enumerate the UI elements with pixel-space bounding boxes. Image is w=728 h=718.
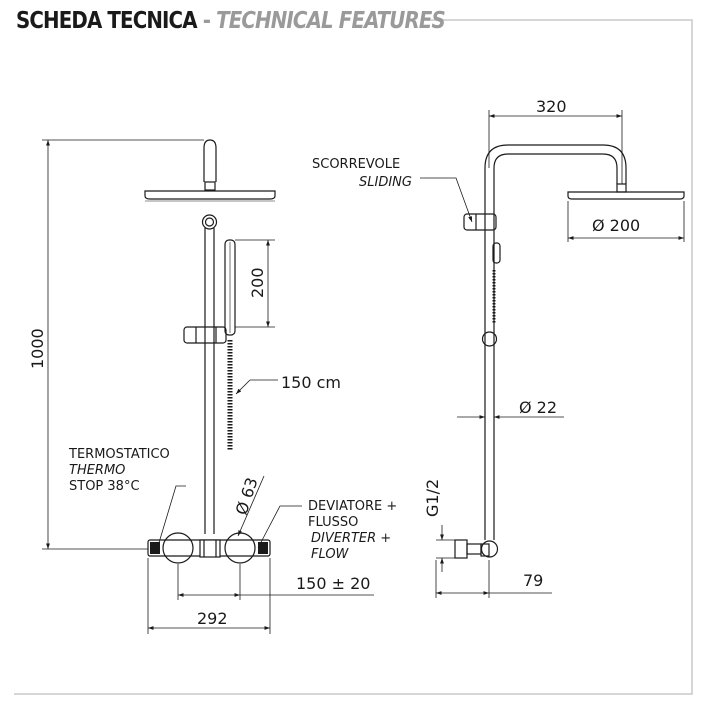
header-separator: -: [202, 8, 211, 34]
dim-hose: 150 cm: [281, 373, 341, 392]
dim-valve-diameter: Ø 63: [232, 475, 262, 517]
svg-text:DIVERTER +: DIVERTER +: [311, 531, 391, 546]
page-frame: [14, 19, 693, 695]
shower-head-side: [567, 191, 685, 200]
hand-shower: [224, 239, 236, 336]
dim-connection: G1/2: [423, 479, 442, 517]
thermostat-label: TERMOSTATICO THERMO STOP 38°C: [68, 447, 170, 494]
svg-text:STOP 38°C: STOP 38°C: [69, 479, 140, 494]
slider-side: [463, 213, 497, 231]
svg-text:SCORREVOLE: SCORREVOLE: [312, 157, 400, 172]
svg-text:THERMO: THERMO: [69, 463, 125, 478]
header-title: SCHEDA TECNICA: [16, 8, 198, 34]
svg-text:TERMOSTATICO: TERMOSTATICO: [68, 447, 170, 462]
front-view: [42, 139, 374, 634]
svg-text:FLOW: FLOW: [311, 547, 350, 562]
dim-total-width: 292: [197, 609, 228, 628]
header-subtitle: TECHNICAL FEATURES: [216, 8, 446, 34]
slider-front: [183, 326, 227, 344]
sliding-label: SCORREVOLE SLIDING: [312, 157, 412, 190]
header: SCHEDA TECNICA - TECHNICAL FEATURES: [16, 8, 446, 34]
dim-pipe-diameter: Ø 22: [519, 398, 557, 417]
side-view: [420, 110, 685, 598]
svg-text:FLUSSO: FLUSSO: [308, 515, 358, 530]
dim-height: 1000: [28, 328, 47, 369]
dim-center-distance: 150 ± 20: [296, 574, 370, 593]
dim-hand-shower: 200: [248, 267, 267, 298]
dim-wall-distance: 79: [523, 571, 543, 590]
shower-head-front: [144, 190, 276, 200]
diverter-label: DEVIATORE + FLUSSO DIVERTER + FLOW: [308, 499, 397, 562]
svg-text:DEVIATORE +: DEVIATORE +: [308, 499, 397, 514]
dim-arm-length: 320: [536, 97, 567, 116]
dim-head-diameter: Ø 200: [592, 216, 640, 235]
svg-text:SLIDING: SLIDING: [359, 175, 412, 190]
